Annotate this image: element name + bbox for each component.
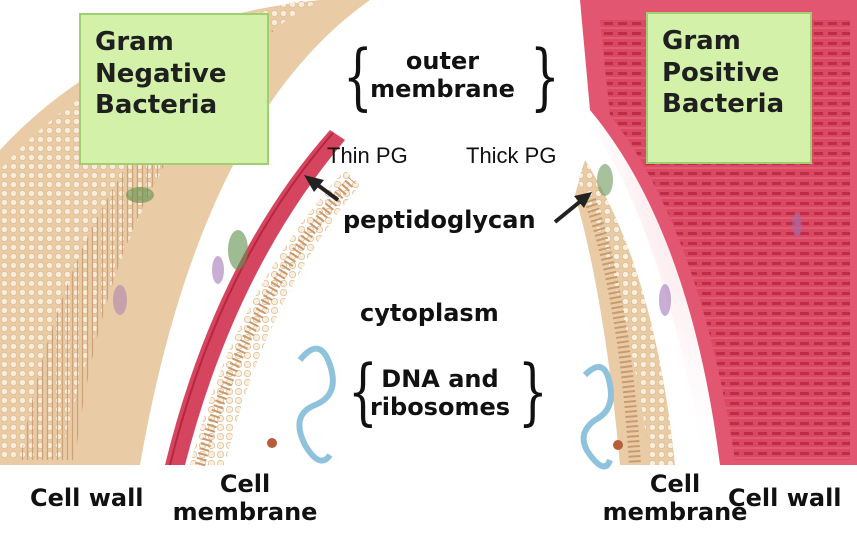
gram-negative-title-box: Gram Negative Bacteria: [79, 13, 269, 165]
dna-ribosomes-label: DNA and ribosomes: [365, 365, 515, 422]
outer-membrane-label: outer membrane: [360, 47, 525, 104]
gram-positive-title-box: Gram Positive Bacteria: [646, 12, 812, 164]
gram-positive-line-1: Gram: [662, 26, 798, 58]
cytoplasm-label: cytoplasm: [360, 299, 499, 327]
thin-pg-label: Thin PG: [327, 143, 408, 169]
right-brace-icon: }: [530, 40, 560, 112]
right-cell-wall-label: Cell wall: [728, 484, 842, 512]
gram-positive-line-2: Positive: [662, 58, 798, 90]
thick-pg-label: Thick PG: [466, 143, 556, 169]
gram-negative-line-2: Negative: [95, 59, 255, 91]
peptidoglycan-label: peptidoglycan: [343, 206, 536, 234]
dna-right-brace-icon: }: [518, 355, 548, 427]
left-cell-membrane-label: Cell membrane: [170, 470, 320, 527]
left-cell-wall-label: Cell wall: [30, 484, 144, 512]
gram-negative-line-3: Bacteria: [95, 90, 255, 122]
gram-negative-line-1: Gram: [95, 27, 255, 59]
gram-positive-line-3: Bacteria: [662, 89, 798, 121]
